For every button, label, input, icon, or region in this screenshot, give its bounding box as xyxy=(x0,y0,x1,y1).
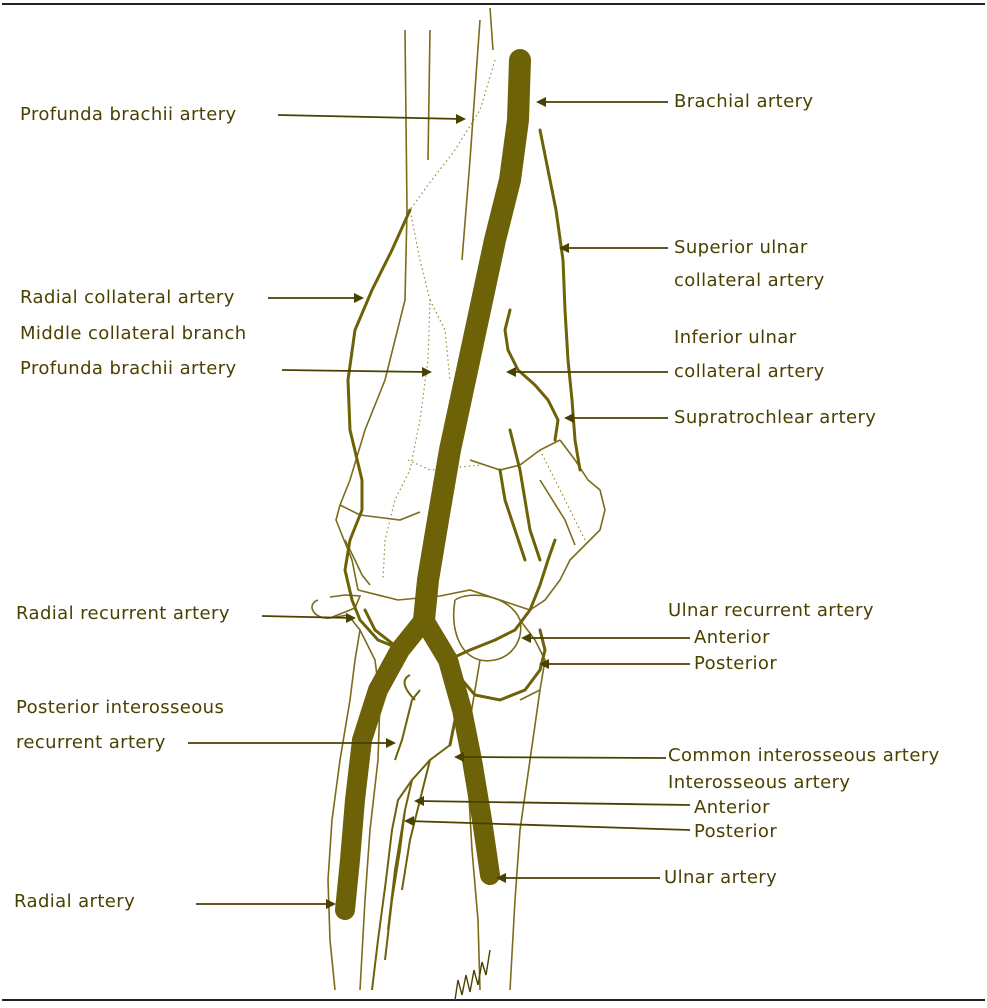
label-brachial-artery: Brachial artery xyxy=(674,91,813,113)
label-interosseous-anterior: Anterior xyxy=(694,797,770,819)
ulnar-artery-vessel xyxy=(424,620,490,875)
major-arteries xyxy=(345,60,520,910)
label-profunda-brachii-top: Profunda brachii artery xyxy=(20,104,237,126)
artist-signature xyxy=(455,950,490,1000)
label-radial-artery: Radial artery xyxy=(14,891,135,913)
label-middle-collateral: Middle collateral branch xyxy=(20,323,247,345)
label-posterior-interosseous-1: Posterior interosseous xyxy=(16,697,224,719)
label-common-interosseous: Common interosseous artery xyxy=(668,745,940,767)
label-ulnar-recurrent-posterior: Posterior xyxy=(694,653,777,675)
radial-artery-vessel xyxy=(345,620,424,910)
label-ulnar-artery: Ulnar artery xyxy=(664,867,777,889)
label-superior-ulnar-2: collateral artery xyxy=(674,270,825,292)
label-radial-collateral: Radial collateral artery xyxy=(20,287,235,309)
label-radial-recurrent: Radial recurrent artery xyxy=(16,603,230,625)
label-profunda-brachii-mid: Profunda brachii artery xyxy=(20,358,237,380)
label-inferior-ulnar-2: collateral artery xyxy=(674,361,825,383)
label-ulnar-recurrent: Ulnar recurrent artery xyxy=(668,600,874,622)
label-superior-ulnar-1: Superior ulnar xyxy=(674,237,808,259)
label-ulnar-recurrent-anterior: Anterior xyxy=(694,627,770,649)
label-posterior-interosseous-2: recurrent artery xyxy=(16,732,166,754)
label-inferior-ulnar-1: Inferior ulnar xyxy=(674,327,797,349)
label-interosseous-posterior: Posterior xyxy=(694,821,777,843)
interosseous-branches xyxy=(372,675,450,990)
label-interosseous: Interosseous artery xyxy=(668,772,850,794)
label-supratrochlear: Supratrochlear artery xyxy=(674,407,876,429)
